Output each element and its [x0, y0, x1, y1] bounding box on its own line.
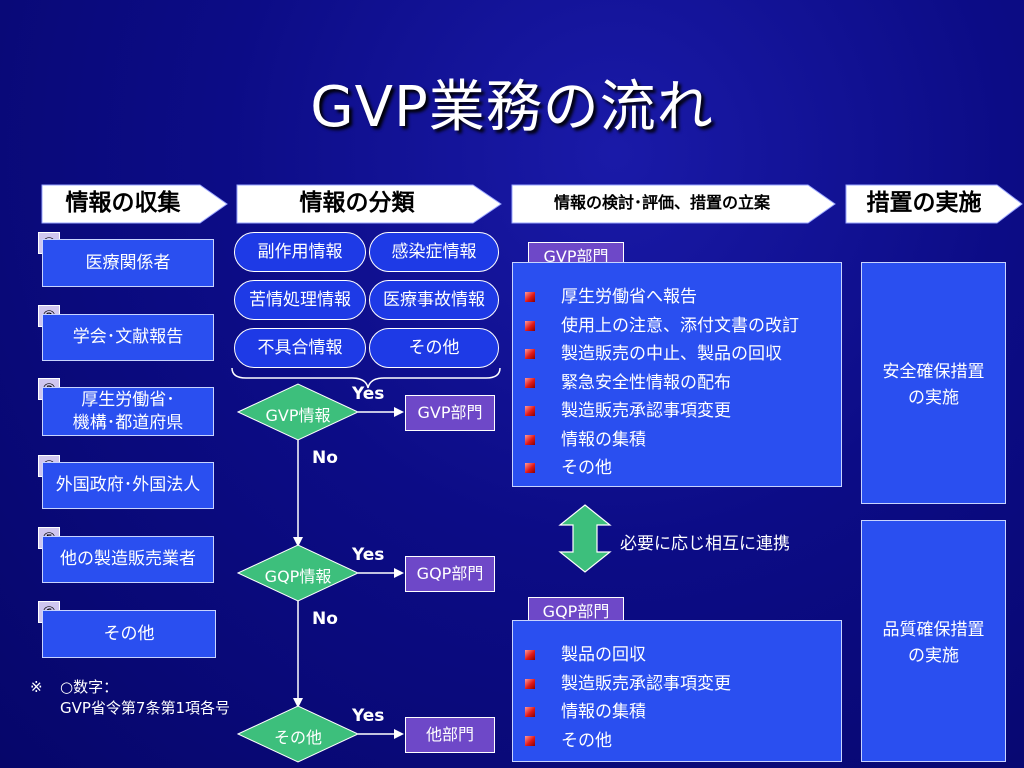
yes-label: Yes	[352, 384, 385, 404]
action-item-label: 緊急安全性情報の配布	[561, 372, 731, 393]
gqp-action-list: 製品の回収製造販売承認事項変更情報の集積その他	[513, 621, 841, 755]
action-item-label: 製品の回収	[561, 645, 646, 665]
note-line1: ○数字：	[60, 678, 119, 696]
header-collect: 情報の収集	[65, 190, 181, 216]
action-item-label: 使用上の注意、添付文書の改訂	[561, 315, 799, 336]
category-adverse-reaction: 副作用情報	[234, 232, 366, 272]
terminal-other-label: その他	[273, 728, 322, 747]
source-item: 他の製造販売業者	[42, 536, 214, 583]
source-label: 外国政府･外国法人	[55, 475, 201, 495]
bullet-icon	[525, 320, 535, 331]
source-label: 学会･文献報告	[72, 327, 184, 347]
source-label-line1: 厚生労働省･	[81, 389, 175, 410]
quality-measure-line2: の実施	[908, 646, 959, 666]
action-item-label: 製造販売の中止、製品の回収	[561, 344, 782, 364]
action-item-label: 製造販売承認事項変更	[561, 673, 731, 694]
bullet-icon	[525, 707, 535, 717]
action-item-label: 情報の集積	[561, 702, 646, 722]
source-label: その他	[103, 623, 155, 644]
quality-measure-box: 品質確保措置 の実施	[861, 520, 1006, 762]
dept-gvp: GVP部門	[405, 395, 495, 431]
bullet-icon	[525, 735, 535, 746]
action-item: 情報の集積	[525, 426, 841, 455]
action-item: 製品の回収	[525, 641, 841, 670]
action-item-label: その他	[561, 730, 612, 751]
link-label: 必要に応じ相互に連携	[620, 534, 790, 554]
source-label: 医療関係者	[85, 252, 171, 273]
header-classify: 情報の分類	[299, 190, 415, 216]
action-item: 製造販売の中止、製品の回収	[525, 340, 841, 369]
action-item: 使用上の注意、添付文書の改訂	[525, 312, 841, 341]
page-title: GVP業務の流れ	[310, 75, 714, 140]
header-arrow-classify	[236, 184, 502, 224]
source-item: その他	[42, 610, 216, 658]
yes-label: Yes	[352, 706, 385, 726]
decision-gqp-diamond	[236, 544, 360, 602]
no-label: No	[312, 609, 338, 629]
source-item: 厚生労働省･ 機構･都道府県	[42, 387, 214, 436]
source-item: 医療関係者	[42, 239, 214, 287]
terminal-other-diamond	[236, 705, 360, 763]
decision-gqp-label: GQP情報	[264, 567, 332, 586]
action-item: 厚生労働省へ報告	[525, 283, 841, 312]
safety-measure-line1: 安全確保措置	[882, 362, 985, 382]
double-arrow-green	[558, 504, 612, 573]
safety-measure-line2: の実施	[908, 388, 959, 408]
no-label: No	[312, 448, 338, 468]
dept-other: 他部門	[405, 717, 495, 753]
bullet-icon	[525, 463, 535, 473]
source-label-line2: 機構･都道府県	[72, 412, 184, 433]
category-infection: 感染症情報	[369, 232, 499, 272]
bullet-icon	[525, 406, 535, 416]
category-defect: 不具合情報	[234, 328, 366, 368]
safety-measure-box: 安全確保措置 の実施	[861, 262, 1006, 504]
note-line2: GVP省令第7条第1項各号	[60, 699, 231, 717]
category-medical-accident: 医療事故情報	[369, 280, 499, 320]
header-arrow-collect	[41, 184, 228, 224]
decision-gvp-label: GVP情報	[265, 406, 331, 425]
action-item-label: 製造販売承認事項変更	[561, 401, 731, 421]
decision-gvp-diamond	[236, 383, 360, 441]
bullet-icon	[525, 292, 535, 302]
source-item: 学会･文献報告	[42, 314, 214, 361]
bullet-icon	[525, 650, 535, 660]
dept-gqp: GQP部門	[405, 556, 495, 592]
action-item: 情報の集積	[525, 698, 841, 727]
source-item: 外国政府･外国法人	[42, 462, 214, 509]
gqp-actions: 製品の回収製造販売承認事項変更情報の集積その他	[512, 620, 842, 762]
action-item: その他	[525, 727, 841, 756]
note-mark: ※	[30, 678, 43, 696]
header-arrow-review	[511, 184, 836, 224]
action-item: 緊急安全性情報の配布	[525, 369, 841, 398]
bullet-icon	[525, 678, 535, 689]
quality-measure-line1: 品質確保措置	[882, 620, 985, 640]
gvp-actions: 厚生労働省へ報告使用上の注意、添付文書の改訂製造販売の中止、製品の回収緊急安全性…	[512, 262, 842, 487]
bullet-icon	[525, 377, 535, 388]
action-item-label: 情報の集積	[561, 429, 646, 450]
source-label: 他の製造販売業者	[60, 549, 196, 569]
bullet-icon	[525, 434, 535, 445]
header-review: 情報の検討･評価、措置の立案	[553, 193, 770, 212]
bullet-icon	[525, 349, 535, 359]
action-item: 製造販売承認事項変更	[525, 670, 841, 699]
action-item: 製造販売承認事項変更	[525, 397, 841, 426]
yes-label: Yes	[352, 545, 385, 565]
action-item: その他	[525, 454, 841, 483]
gvp-action-list: 厚生労働省へ報告使用上の注意、添付文書の改訂製造販売の中止、製品の回収緊急安全性…	[513, 263, 841, 483]
action-item-label: その他	[561, 458, 612, 478]
brace	[231, 367, 501, 389]
action-item-label: 厚生労働省へ報告	[561, 287, 697, 307]
category-other: その他	[369, 328, 499, 368]
header-implement: 措置の実施	[866, 190, 982, 216]
header-arrow-implement	[845, 184, 1023, 224]
category-complaint: 苦情処理情報	[234, 280, 366, 320]
